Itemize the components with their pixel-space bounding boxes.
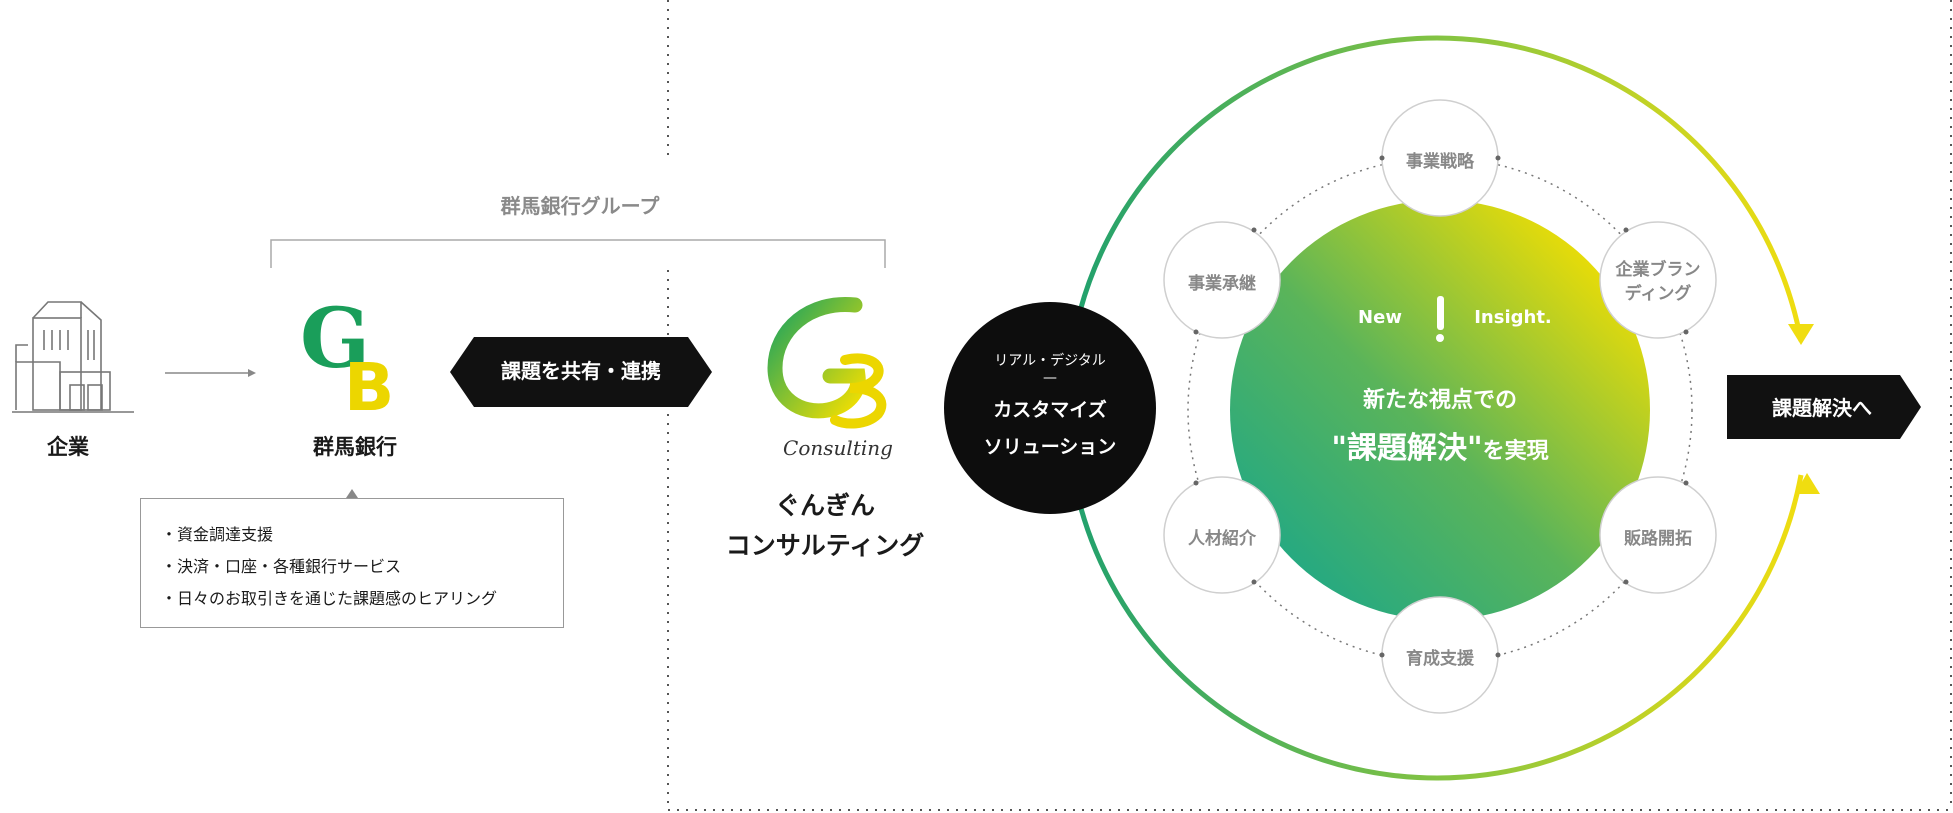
node-branding-label: 企業ブラン ディング — [1598, 258, 1718, 306]
svg-text:B: B — [344, 349, 394, 426]
node-succession-label: 事業承継 — [1188, 274, 1256, 294]
service-item: ・日々のお取引きを通じた課題感のヒアリング — [161, 589, 498, 608]
center-text-line1: 新たな視点での — [1362, 388, 1517, 413]
company-label: 企業 — [47, 435, 89, 459]
node-strategy-label: 事業戦略 — [1406, 152, 1474, 172]
solution-circle — [944, 302, 1156, 514]
node-circle-hr — [1163, 476, 1281, 594]
consulting-name-line2: コンサルティング — [725, 531, 925, 560]
solution-dash: — — [1043, 370, 1057, 386]
ring-arrow-upper-icon — [1788, 324, 1814, 345]
solution-subtitle: リアル・デジタル — [994, 353, 1106, 369]
new-word: New — [1358, 307, 1402, 328]
share-label: 課題を共有・連携 — [501, 359, 661, 383]
solve-label: 課題解決へ — [1772, 396, 1872, 420]
orbit-dotted-ring — [1187, 157, 1693, 663]
node-circle-sales — [1599, 476, 1717, 594]
solution-title-line2: ソリューション — [983, 436, 1117, 458]
node-circle-branding — [1599, 221, 1717, 339]
node-circle-succession — [1163, 221, 1281, 339]
orbit-dots — [1193, 155, 1689, 658]
node-hr-label: 人材紹介 — [1188, 529, 1256, 549]
solution-title-line1: カスタマイズ — [993, 399, 1107, 421]
insight-word: Insight. — [1474, 307, 1552, 328]
service-item: ・資金調達支援 — [161, 525, 274, 544]
bank-services-box: ・資金調達支援 ・決済・口座・各種銀行サービス ・日々のお取引きを通じた課題感の… — [140, 498, 564, 628]
orbit-node-circles — [1163, 99, 1717, 714]
node-branding-line2: ディング — [1624, 284, 1692, 304]
consulting-name-line1: ぐんぎん — [774, 491, 875, 520]
center-text-highlight: "課題解決" — [1331, 431, 1483, 466]
node-branding-line1: 企業ブラン — [1615, 260, 1701, 280]
company-to-bank-arrow — [165, 369, 256, 377]
solution-title: カスタマイズ ソリューション — [945, 392, 1155, 466]
consulting-logo-subtext: Consulting — [783, 436, 893, 460]
group-label: 群馬銀行グループ — [500, 194, 660, 218]
center-text-line2: "課題解決"を実現 — [1260, 423, 1620, 467]
node-training-label: 育成支援 — [1406, 649, 1474, 669]
solve-banner-shape — [1727, 375, 1921, 439]
node-sales-label: 販路開拓 — [1624, 529, 1692, 549]
gunma-bank-logo: G B — [300, 291, 394, 426]
ring-arrow-lower-icon — [1795, 473, 1820, 494]
service-item: ・決済・口座・各種銀行サービス — [161, 557, 402, 576]
building-icon — [12, 301, 134, 413]
exclamation-icon — [1436, 296, 1444, 342]
consulting-name: ぐんぎん コンサルティング — [690, 486, 960, 566]
group-bracket — [270, 239, 886, 268]
center-text-suffix: を実現 — [1482, 439, 1549, 464]
bank-name: 群馬銀行 — [313, 435, 397, 459]
gungin-consulting-logo — [767, 296, 887, 429]
services-pointer-icon — [346, 489, 358, 498]
svg-text:G: G — [300, 291, 370, 387]
center-gradient-circle — [1230, 200, 1650, 620]
share-banner-shape — [450, 337, 712, 407]
